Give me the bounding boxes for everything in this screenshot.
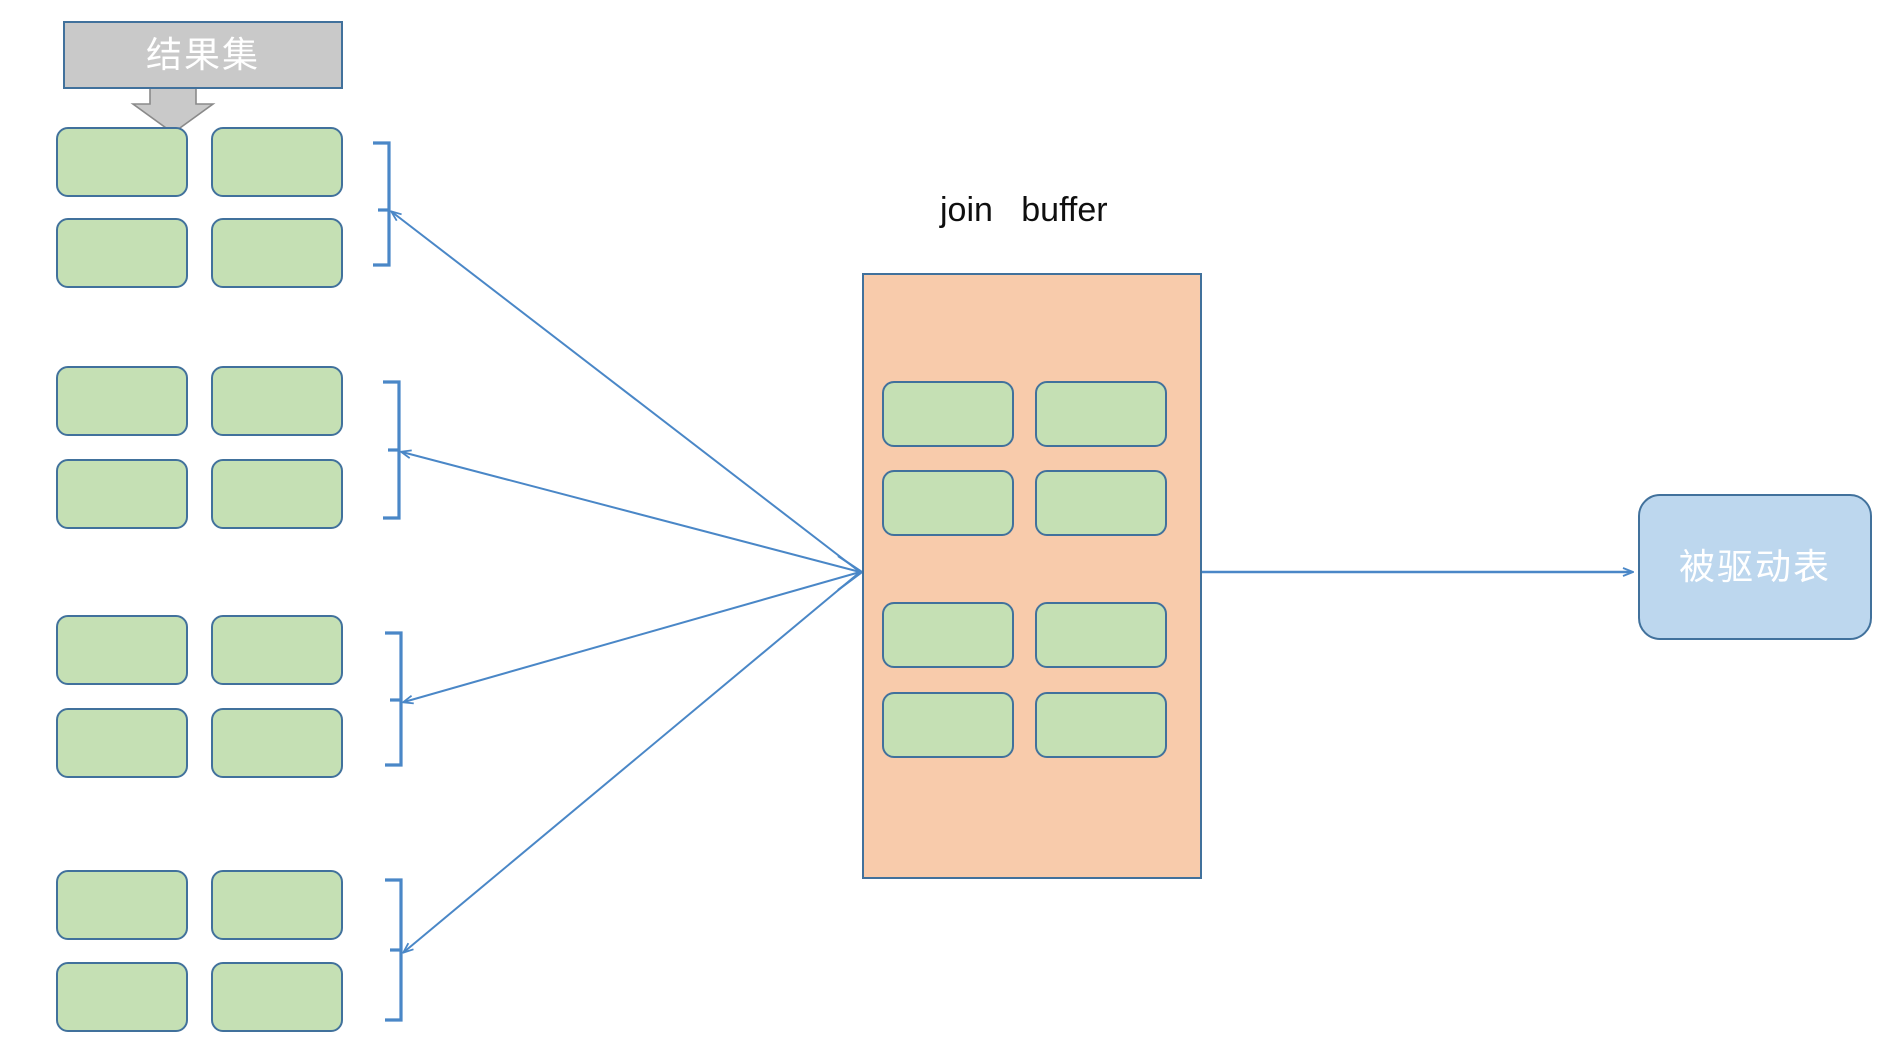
buffer-record-cell (1035, 470, 1167, 536)
record-cell (56, 870, 188, 940)
buffer-record-cell (882, 692, 1014, 758)
bracket-group-3 (385, 631, 403, 767)
record-cell (211, 708, 343, 778)
group-4-to-buffer-arrow (404, 571, 861, 952)
group-1-to-buffer-arrow (392, 212, 861, 573)
record-cell (56, 127, 188, 197)
record-cell (211, 962, 343, 1032)
record-cell (56, 962, 188, 1032)
bracket-group-1 (373, 141, 391, 267)
record-cell (211, 127, 343, 197)
record-cell (211, 366, 343, 436)
group-3-to-buffer-arrow (404, 571, 861, 702)
buffer-record-cell (1035, 381, 1167, 447)
buffer-record-cell (882, 470, 1014, 536)
join-buffer-box (862, 273, 1202, 879)
result-set-banner: 结果集 (63, 21, 343, 89)
record-cell (56, 708, 188, 778)
record-cell (211, 218, 343, 288)
bracket-group-4 (385, 878, 403, 1022)
buffer-record-cell (1035, 602, 1167, 668)
record-cell (211, 459, 343, 529)
driven-table-box: 被驱动表 (1638, 494, 1872, 640)
driven-table-label: 被驱动表 (1678, 547, 1831, 587)
join-buffer-title: join buffer (940, 191, 1108, 229)
buffer-record-cell (1035, 692, 1167, 758)
record-cell (211, 615, 343, 685)
record-cell (56, 459, 188, 529)
result-set-down-arrow (130, 87, 216, 134)
buffer-record-cell (882, 381, 1014, 447)
group-2-to-buffer-arrow (402, 452, 861, 573)
record-cell (56, 615, 188, 685)
record-cell (56, 366, 188, 436)
bracket-group-2 (383, 380, 401, 520)
buffer-record-cell (882, 602, 1014, 668)
result-set-label: 结果集 (145, 35, 260, 75)
record-cell (56, 218, 188, 288)
record-cell (211, 870, 343, 940)
